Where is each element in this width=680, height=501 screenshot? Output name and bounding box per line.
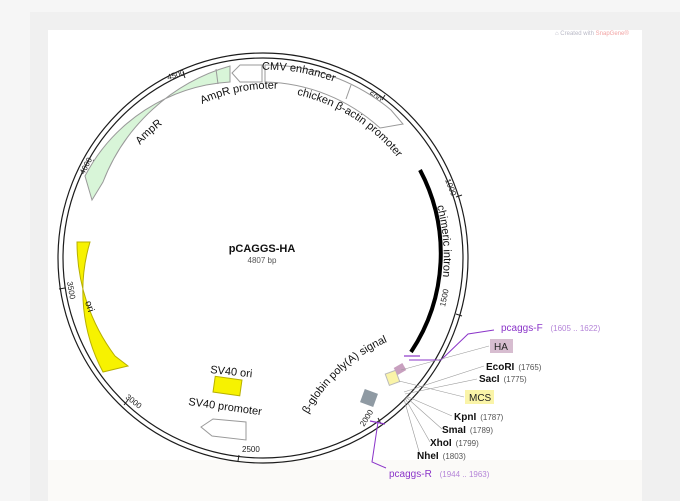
- plasmid-length: 4807 bp: [248, 256, 277, 265]
- tick-3000: [123, 399, 129, 406]
- ampr-feature[interactable]: [84, 65, 231, 202]
- site-leader-lines: [398, 345, 490, 456]
- ha-box[interactable]: [490, 339, 513, 353]
- watermark-brand: SnapGene®: [595, 31, 629, 37]
- sv40-promoter-label: SV40 promoter: [188, 396, 263, 418]
- tick-label: 4500: [166, 68, 186, 82]
- feature-divider: [215, 68, 219, 85]
- mcs-label: MCS: [469, 393, 492, 404]
- site-nhei[interactable]: NheI(1803): [417, 451, 466, 462]
- map-card-footer: [48, 460, 642, 501]
- chimeric-intron-feature[interactable]: [409, 169, 443, 354]
- pcaggs-f-leader: [409, 329, 495, 361]
- tick-3500: [58, 287, 66, 290]
- ampr-promoter-feature[interactable]: [231, 64, 263, 83]
- globin-polya-label: β-globin poly(A) signal: [300, 334, 388, 416]
- tick-500: [381, 94, 386, 101]
- chimeric-intron-label: chimeric intron: [434, 204, 453, 278]
- cmv-actin-feature[interactable]: [264, 64, 404, 129]
- pcaggs-f-label[interactable]: pcaggs-F (1605 .. 1622): [501, 323, 601, 334]
- site-xhoi[interactable]: XhoI(1799): [430, 438, 479, 449]
- tick-1000: [455, 194, 463, 198]
- plasmid-name: pCAGGS-HA: [229, 243, 296, 255]
- site-kpni[interactable]: KpnI(1787): [454, 412, 504, 423]
- backbone-outer-ring: [57, 52, 469, 464]
- site-smai[interactable]: SmaI(1789): [442, 425, 493, 436]
- watermark-text: Created with: [560, 31, 596, 37]
- tick-2500: [237, 454, 240, 462]
- tick-label: 3000: [124, 392, 144, 410]
- tick-1500: [455, 313, 463, 317]
- ori-feature[interactable]: [76, 241, 130, 373]
- backbone-inner-ring: [62, 57, 464, 459]
- tick-label: 3500: [65, 281, 77, 301]
- mcs-marker[interactable]: [384, 369, 401, 386]
- tick-label: 1000: [443, 177, 458, 197]
- site-saci[interactable]: SacI(1775): [479, 374, 527, 385]
- tick-label: 2500: [242, 445, 260, 454]
- pcaggs-r-label[interactable]: pcaggs-R (1944 .. 1963): [389, 469, 490, 480]
- sv40-ori-label: SV40 ori: [210, 364, 253, 380]
- mcs-box[interactable]: [465, 390, 494, 404]
- site-ecori[interactable]: EcoRI(1765): [486, 362, 542, 373]
- ha-marker[interactable]: [393, 363, 407, 375]
- ori-label: ori: [82, 300, 96, 314]
- sv40-promoter-feature[interactable]: [200, 418, 247, 441]
- snapgene-logo-icon: ⌂: [555, 31, 559, 37]
- tick-4500: [182, 71, 186, 79]
- feature-divider: [345, 84, 352, 100]
- pcaggs-r-arrow[interactable]: [369, 420, 386, 425]
- globin-polya-feature[interactable]: [360, 389, 378, 407]
- ha-label: HA: [494, 342, 508, 353]
- sv40-ori-feature[interactable]: [212, 375, 243, 397]
- pcaggs-r-leader: [371, 421, 387, 469]
- snapgene-watermark: ⌂ Created with SnapGene®: [555, 31, 629, 37]
- tick-label: 1500: [438, 288, 451, 308]
